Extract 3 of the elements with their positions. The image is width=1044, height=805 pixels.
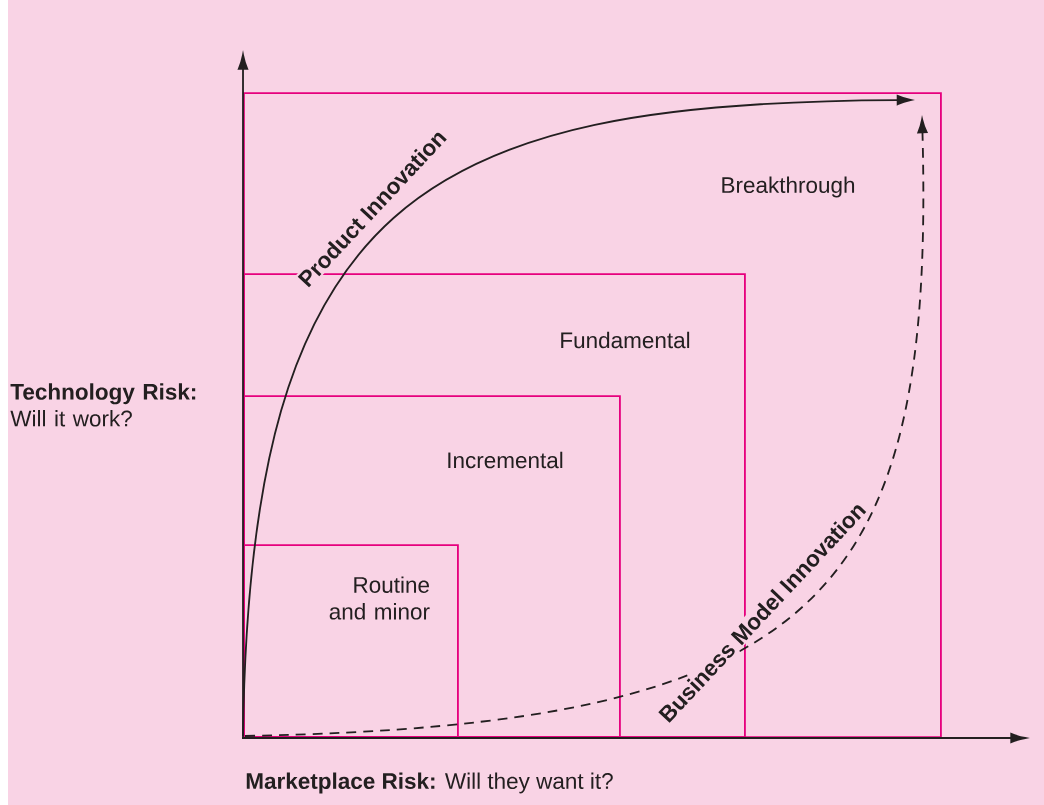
axis-label: Marketplace Risk: Will they want it? bbox=[246, 772, 613, 794]
axis-label: Technology Risk: Will it work? bbox=[10, 383, 196, 427]
nested-box: Routine and minor bbox=[243, 544, 459, 738]
